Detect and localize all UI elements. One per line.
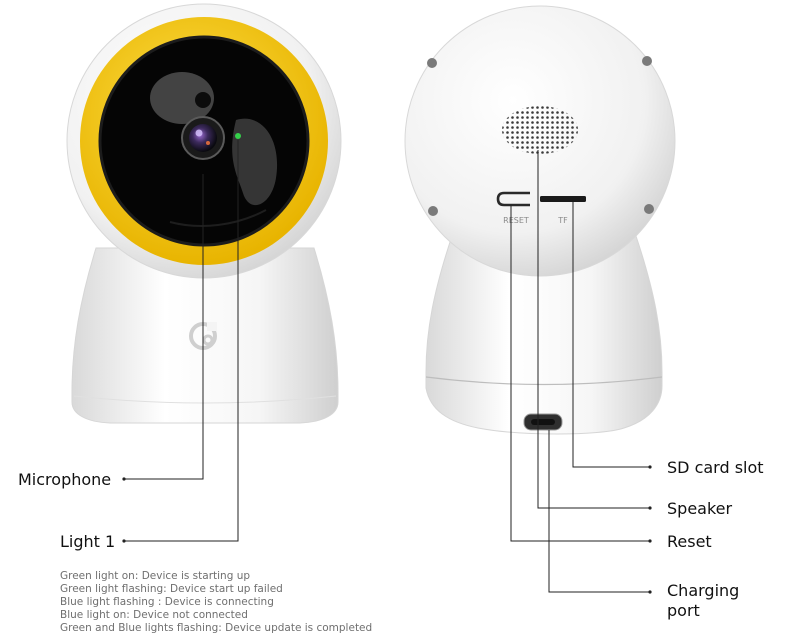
indicator-light-legend: Green light on: Device is starting up Gr… xyxy=(60,570,372,634)
label-charging-port-line1: Charging xyxy=(667,581,739,600)
reset-port xyxy=(496,191,530,207)
glass-reflection-right xyxy=(232,118,278,206)
back-camera-base xyxy=(425,235,663,435)
camera-lens xyxy=(181,116,225,160)
callout-leader-lines xyxy=(122,140,652,594)
label-sd-card-slot: SD card slot xyxy=(667,458,764,477)
label-charging-port-line2: port xyxy=(667,601,700,620)
speaker-grille xyxy=(502,106,578,154)
leader-charging-port xyxy=(548,430,650,593)
legend-line: Green light on: Device is starting up xyxy=(60,570,250,582)
legend-line: Green and Blue lights flashing: Device u… xyxy=(60,622,372,634)
screw-top-right xyxy=(642,56,652,66)
label-reset: Reset xyxy=(667,532,712,551)
label-microphone: Microphone xyxy=(18,470,111,489)
back-camera-illustration: RESET TF xyxy=(404,5,676,435)
label-speaker: Speaker xyxy=(667,499,733,518)
screw-bottom-left xyxy=(428,206,438,216)
legend-line: Green light flashing: Device start up fa… xyxy=(60,583,283,595)
legend-line: Blue light flashing : Device is connecti… xyxy=(60,596,274,608)
screw-bottom-right xyxy=(644,204,654,214)
leader-light-1 xyxy=(124,140,239,542)
glass-reflection xyxy=(150,72,214,124)
tf-card-slot xyxy=(540,196,586,202)
front-camera-illustration xyxy=(66,3,342,424)
leader-microphone xyxy=(124,174,204,480)
tf-slot-text: TF xyxy=(557,216,568,225)
leader-speaker xyxy=(537,150,650,509)
indicator-light xyxy=(235,133,241,139)
leader-sd-card-slot xyxy=(572,202,650,468)
label-light-1: Light 1 xyxy=(60,532,115,551)
reset-port-text: RESET xyxy=(503,216,529,225)
screw-top-left xyxy=(427,58,437,68)
callout-labels: Microphone Light 1 SD card slot Speaker … xyxy=(18,458,764,620)
legend-line: Blue light on: Device not connected xyxy=(60,609,248,621)
leader-reset xyxy=(510,205,650,542)
